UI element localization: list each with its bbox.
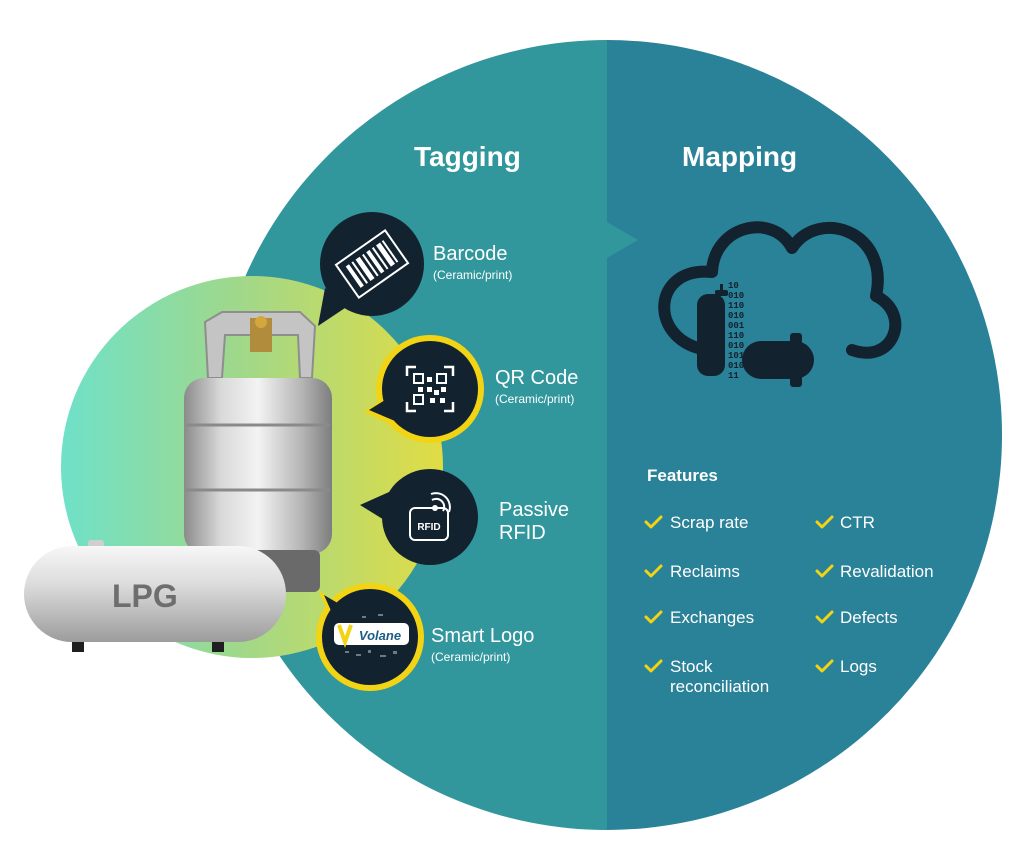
feature-defects: Defects [840, 608, 898, 627]
lpg-tank-image [24, 540, 286, 652]
binary-line: 010 [728, 311, 744, 321]
divider-arrow [607, 222, 638, 258]
qr-code-sublabel: (Ceramic/print) [495, 392, 575, 406]
binary-line: 101 [728, 351, 745, 361]
rfid-label-line1: Passive [499, 499, 570, 521]
binary-line: 10 [728, 281, 739, 291]
binary-line: 110 [728, 331, 744, 341]
qr-code-icon [405, 365, 455, 413]
feature-ctr: CTR [840, 513, 875, 532]
check-icon [644, 659, 663, 673]
check-icon [815, 564, 834, 578]
feature-exchanges: Exchanges [670, 608, 755, 627]
binary-line: 110 [728, 301, 744, 311]
check-icon [815, 610, 834, 624]
binary-line: 11 [728, 371, 739, 381]
svg-text:Volane: Volane [359, 628, 401, 643]
volane-logo-icon: Volane [334, 614, 409, 657]
binary-line: 010 [728, 341, 744, 351]
feature-reclaims: Reclaims [670, 562, 740, 581]
smart-logo-sublabel: (Ceramic/print) [431, 650, 511, 664]
feature-scrap-rate: Scrap rate [670, 513, 749, 532]
lpg-tank-label: LPG [112, 578, 178, 614]
mapping-half [607, 40, 1002, 830]
feature-stock: Stock [670, 657, 713, 676]
barcode-bubble [318, 212, 424, 326]
rfid-label-line2: RFID [499, 522, 546, 544]
feature-revalidation: Revalidation [840, 562, 934, 581]
svg-text:RFID: RFID [417, 522, 440, 533]
tagging-heading: Tagging [414, 141, 521, 172]
check-icon [644, 610, 663, 624]
feature-logs: Logs [840, 657, 877, 676]
qr-code-bubble [364, 335, 484, 443]
check-icon [815, 515, 834, 529]
binary-line: 001 [728, 321, 745, 331]
rfid-bubble: RFID [360, 469, 478, 565]
smart-logo-bubble: Volane [316, 583, 424, 691]
mapping-heading: Mapping [682, 141, 798, 172]
check-icon [644, 564, 663, 578]
features-title: Features [647, 466, 718, 485]
binary-line: 010 [728, 361, 744, 371]
rfid-icon: RFID [409, 492, 451, 541]
barcode-label: Barcode [433, 243, 508, 265]
check-icon [644, 515, 663, 529]
feature-reconciliation: reconciliation [670, 677, 770, 696]
barcode-icon [334, 229, 410, 299]
check-icons [644, 515, 834, 673]
check-icon [815, 659, 834, 673]
binary-line: 010 [728, 291, 744, 301]
barcode-sublabel: (Ceramic/print) [433, 268, 513, 282]
qr-code-label: QR Code [495, 367, 579, 389]
smart-logo-label: Smart Logo [431, 625, 535, 647]
